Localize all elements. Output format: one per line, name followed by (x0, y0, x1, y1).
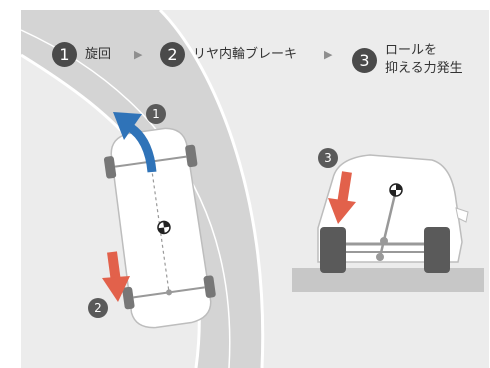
top-view-car (103, 127, 216, 329)
marker-brake: 2 (88, 298, 108, 318)
step-3-label-line2: 抑える力発生 (385, 61, 463, 76)
step-1-number: 1 (52, 42, 77, 67)
step-3: 3 ロールを 抑える力発生 (352, 42, 463, 78)
step-3-label-line1: ロールを (385, 43, 438, 58)
ground-stripe (292, 268, 484, 292)
marker-yaw: 1 (146, 104, 166, 124)
wheel-front-left (103, 156, 117, 179)
rear-wheel-left (320, 227, 346, 273)
wheel-rear-left (122, 286, 135, 310)
step-2-label: リヤ内輪ブレーキ (193, 46, 298, 62)
road-edge-outer (158, 8, 265, 368)
rear-view-car (317, 154, 469, 273)
center-of-gravity-icon (157, 220, 171, 235)
rear-center-of-gravity-icon (389, 183, 403, 197)
roll-arrow-shaft (337, 171, 352, 205)
rear-wheel-right (424, 227, 450, 273)
marker-roll: 3 (318, 148, 338, 168)
step-3-label: ロールを 抑える力発生 (385, 42, 463, 78)
step-2-number: 2 (160, 42, 185, 67)
step-arrow-1: ▶ (134, 48, 143, 61)
yaw-arrowhead (113, 112, 142, 140)
step-1-label: 旋回 (85, 46, 112, 62)
step-2: 2 リヤ内輪ブレーキ (160, 42, 297, 67)
roll-arrowhead (328, 198, 356, 224)
wheel-front-right (185, 144, 198, 168)
wheel-rear-right (203, 275, 216, 298)
brake-arrowhead (102, 276, 130, 302)
step-arrow-2: ▶ (324, 48, 333, 61)
step-1: 1 旋回 (52, 42, 111, 67)
step-3-number: 3 (352, 47, 377, 73)
brake-arrow-shaft (107, 251, 121, 283)
